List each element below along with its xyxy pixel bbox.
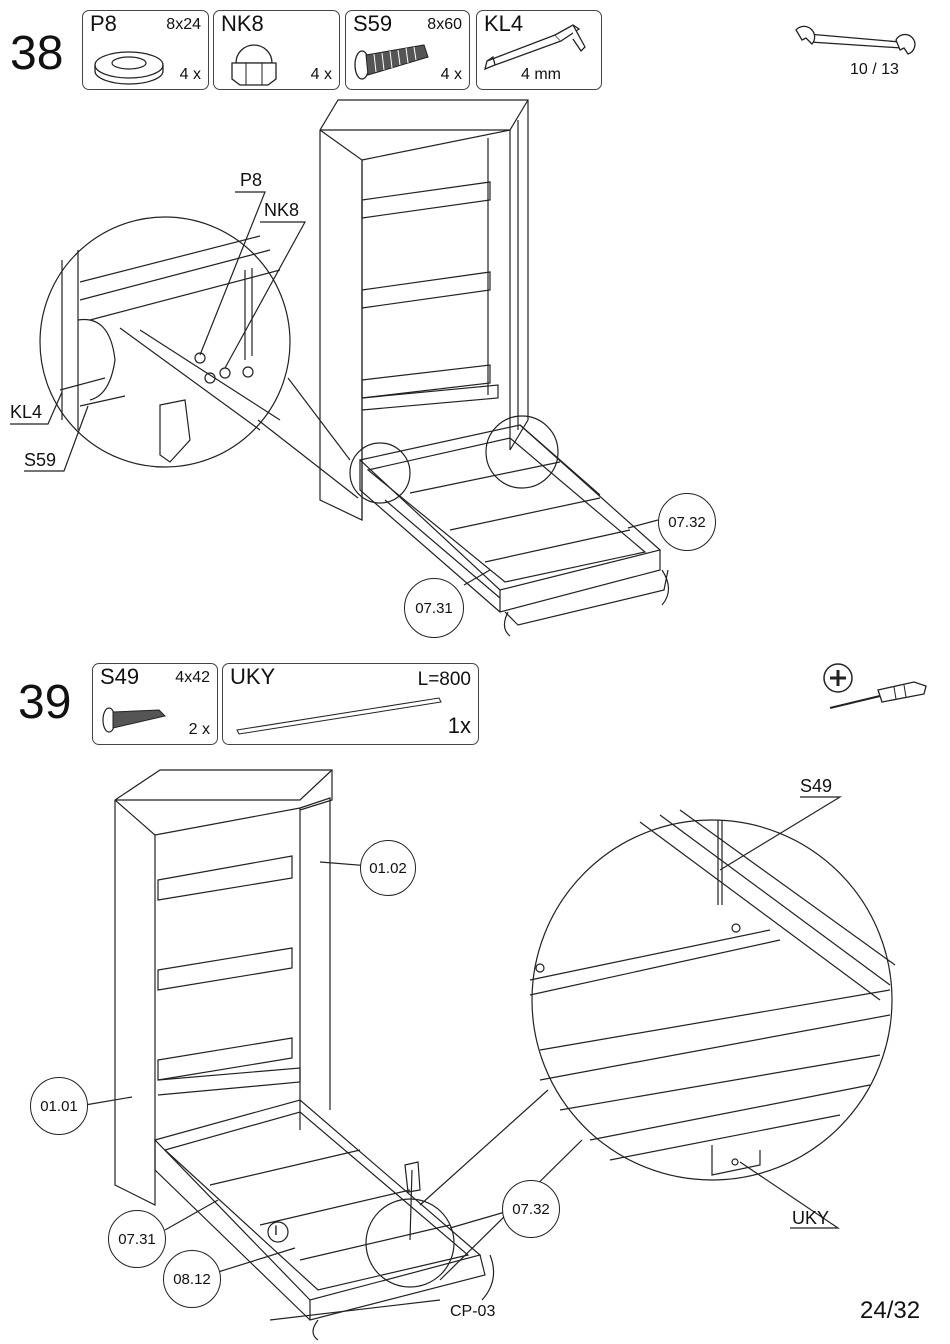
label-cp03: CP-03 (450, 1303, 495, 1321)
callout-07-31: 07.31 (108, 1210, 166, 1268)
marker-i: I (274, 1222, 278, 1238)
callout-01-01: 01.01 (30, 1077, 88, 1135)
callout-01-02: 01.02 (360, 840, 416, 896)
page-number: 24/32 (860, 1297, 920, 1325)
callout-08-12: 08.12 (163, 1250, 221, 1308)
callout-07-32: 07.32 (502, 1180, 560, 1238)
label-uky: UKY (792, 1208, 829, 1229)
label-s49: S49 (800, 776, 832, 797)
